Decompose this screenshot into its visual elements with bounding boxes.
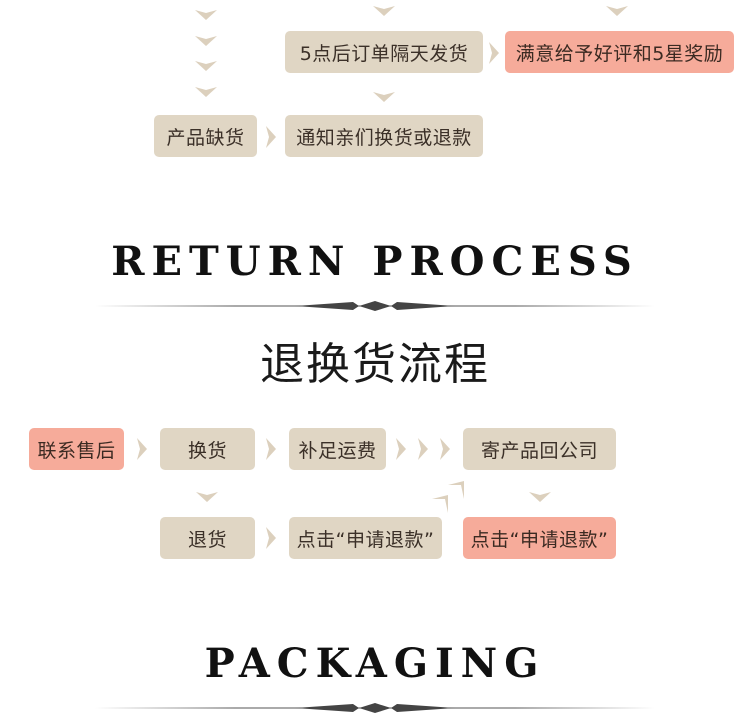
chevron-right-icon: [266, 527, 276, 549]
step-pay-shipping: 补足运费: [289, 428, 386, 470]
chevron-down-icon: [195, 10, 217, 20]
chevron-right-icon: [440, 438, 450, 460]
return-title-cn: 退换货流程: [260, 339, 490, 390]
chevron-right-icon: [266, 126, 276, 148]
chevron-right-icon: [396, 438, 406, 460]
return-title-en: RETURN PROCESS: [111, 238, 639, 285]
chevron-right-icon: [266, 438, 276, 460]
chevron-down-icon: [195, 87, 217, 97]
step-contact-service: 联系售后: [29, 428, 124, 470]
chevron-down-icon: [373, 6, 395, 16]
chevron-down-icon: [195, 36, 217, 46]
corner-arrow-icon: [448, 481, 466, 499]
step-click-refund: 点击“申请退款”: [289, 517, 442, 559]
step-next-day-ship: 5点后订单隔天发货: [285, 31, 483, 73]
chevron-down-icon: [606, 6, 628, 16]
ornament-divider: [95, 298, 655, 312]
chevron-down-icon: [195, 61, 217, 71]
step-return-goods: 退货: [160, 517, 255, 559]
chevron-down-icon: [529, 492, 551, 502]
step-notify: 通知亲们换货或退款: [285, 115, 483, 157]
chevron-right-icon: [489, 42, 499, 64]
chevron-right-icon: [137, 438, 147, 460]
chevron-down-icon: [373, 92, 395, 102]
step-click-refund-final: 点击“申请退款”: [463, 517, 616, 559]
chevron-right-icon: [418, 438, 428, 460]
step-good-review: 满意给予好评和5星奖励: [505, 31, 734, 73]
packaging-title-en: PACKAGING: [204, 640, 546, 687]
step-send-back: 寄产品回公司: [463, 428, 616, 470]
chevron-down-icon: [196, 492, 218, 502]
ornament-divider: [95, 700, 655, 714]
step-out-of-stock: 产品缺货: [154, 115, 257, 157]
step-exchange: 换货: [160, 428, 255, 470]
corner-arrow-icon: [432, 495, 450, 513]
